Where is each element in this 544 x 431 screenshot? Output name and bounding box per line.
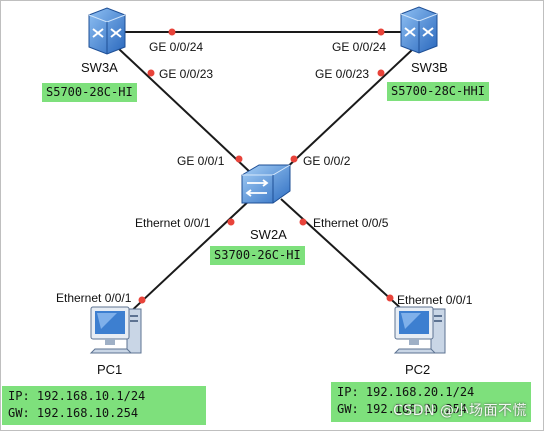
- port-dot-sw2a-ge1: [235, 155, 243, 163]
- port-label-sw3a-ge24: GE 0/0/24: [149, 40, 204, 54]
- gateway-pc2: GW: 192.168.20.254: [337, 402, 468, 416]
- pc-icon: [393, 306, 446, 354]
- ip-address-pc2: IP: 192.168.20.1/24: [337, 385, 475, 399]
- link-sw2a-pc1: [125, 198, 252, 317]
- port-dot-pc1-eth1: [138, 296, 146, 304]
- port-label-sw2a-eth5: Ethernet 0/0/5: [313, 216, 389, 230]
- device-name-sw2a: SW2A: [250, 227, 287, 242]
- device-name-pc1: PC1: [97, 362, 123, 377]
- port-label-pc1-eth1: Ethernet 0/0/1: [56, 291, 132, 305]
- model-label-sw3b: S5700-28C-HHI: [387, 82, 489, 101]
- port-label-sw2a-eth1: Ethernet 0/0/1: [135, 216, 211, 230]
- model-label-sw3a: S5700-28C-HI: [42, 83, 137, 102]
- model-label-sw2a: S3700-26C-HI: [210, 246, 305, 265]
- port-dot-sw3b-ge23: [377, 69, 385, 77]
- port-label-sw2a-ge1: GE 0/0/1: [177, 154, 225, 168]
- port-dot-sw2a-eth1: [227, 218, 235, 226]
- port-dot-sw2a-eth5: [299, 218, 307, 226]
- link-sw2a-pc2: [280, 198, 407, 314]
- port-dot-pc2-eth1: [386, 294, 394, 302]
- port-dot-sw2a-ge2: [290, 155, 298, 163]
- port-label-sw3b-ge24: GE 0/0/24: [332, 40, 387, 54]
- port-dot-sw3b-ge24: [377, 28, 385, 36]
- watermark-text: CSDN @小场面不慌: [393, 403, 527, 419]
- layer3-switch-icon: [400, 6, 438, 54]
- device-name-sw3b: SW3B: [411, 60, 448, 75]
- layer3-switch-icon: [88, 7, 126, 55]
- port-label-sw2a-ge2: GE 0/0/2: [303, 154, 351, 168]
- gateway-pc1: GW: 192.168.10.254: [8, 406, 139, 420]
- port-label-sw3a-ge23: GE 0/0/23: [159, 67, 214, 81]
- link-sw3a-sw2a: [118, 48, 252, 174]
- port-label-sw3b-ge23: GE 0/0/23: [315, 67, 370, 81]
- device-name-sw3a: SW3A: [81, 60, 118, 75]
- link-sw3b-sw2a: [280, 48, 414, 174]
- port-dot-sw3a-ge24: [168, 28, 176, 36]
- ip-config-pc2: IP: 192.168.20.1/24 GW: 192.168.20.254: [331, 382, 531, 422]
- device-name-pc2: PC2: [405, 362, 431, 377]
- layer2-switch-icon: [241, 164, 291, 204]
- ip-address-pc1: IP: 192.168.10.1/24: [8, 389, 146, 403]
- ip-config-pc1: IP: 192.168.10.1/24 GW: 192.168.10.254: [2, 386, 206, 425]
- port-dot-sw3a-ge23: [147, 69, 155, 77]
- port-label-pc2-eth1: Ethernet 0/0/1: [397, 293, 473, 307]
- pc-icon: [89, 306, 142, 354]
